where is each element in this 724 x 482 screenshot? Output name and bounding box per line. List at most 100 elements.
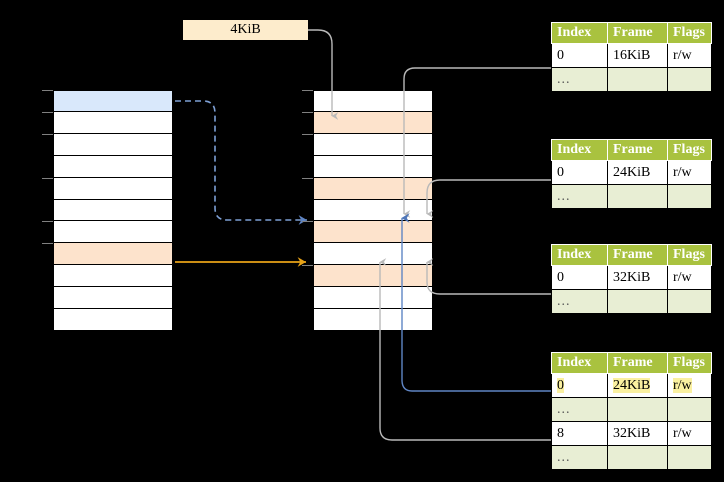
column-header-frame: Frame xyxy=(607,22,668,44)
cell-flags xyxy=(667,67,712,92)
cell-frame: 32KiB xyxy=(607,265,668,290)
memory-row xyxy=(53,309,173,331)
column-header-index: Index xyxy=(551,352,608,374)
memory-row xyxy=(53,111,173,134)
cell-flags: r/w xyxy=(667,265,712,290)
row-tick-mark xyxy=(42,243,53,245)
column-header-index: Index xyxy=(551,244,608,266)
cell-index: 0 xyxy=(551,43,608,68)
row-tick-mark xyxy=(302,90,313,91)
memory-row xyxy=(53,90,173,112)
cell-flags: r/w xyxy=(667,160,712,185)
memory-row xyxy=(313,90,433,112)
memory-row xyxy=(53,265,173,288)
row-tick-mark xyxy=(302,177,313,179)
cell-index: 8 xyxy=(551,421,608,446)
wire-virtual-to-physical-dashed xyxy=(175,100,307,225)
memory-row xyxy=(313,133,433,156)
column-header-flags: Flags xyxy=(667,352,712,374)
cell-flags: r/w xyxy=(667,373,712,398)
memory-row xyxy=(313,287,433,310)
memory-row xyxy=(313,243,433,266)
memory-row xyxy=(53,199,173,222)
cell-flags xyxy=(667,397,712,422)
column-header-frame: Frame xyxy=(607,139,668,161)
cell-index: ... xyxy=(551,67,608,92)
memory-row xyxy=(53,155,173,178)
cell-index: ... xyxy=(551,445,608,470)
table-row[interactable]: ... xyxy=(551,397,712,422)
cell-frame xyxy=(607,184,668,209)
wire-pt2-to-physical xyxy=(426,179,551,218)
memory-row xyxy=(53,221,173,244)
cell-frame xyxy=(607,289,668,314)
cell-flags xyxy=(667,445,712,470)
memory-row xyxy=(313,177,433,200)
cell-index: ... xyxy=(551,289,608,314)
row-tick-mark xyxy=(302,221,313,223)
cell-index: ... xyxy=(551,397,608,422)
table-row[interactable]: ... xyxy=(551,184,712,209)
column-header-index: Index xyxy=(551,22,608,44)
page-size-label: 4KiB xyxy=(183,20,308,40)
cell-index: ... xyxy=(551,184,608,209)
row-tick-mark xyxy=(302,265,313,267)
cell-flags: r/w xyxy=(667,43,712,68)
table-row[interactable]: ... xyxy=(551,67,712,92)
cell-frame: 24KiB xyxy=(607,373,668,398)
column-header-frame: Frame xyxy=(607,244,668,266)
column-header-flags: Flags xyxy=(667,139,712,161)
row-tick-mark xyxy=(302,133,313,135)
table-row[interactable]: ... xyxy=(551,289,712,314)
cell-frame: 32KiB xyxy=(607,421,668,446)
cell-flags: r/w xyxy=(667,421,712,446)
column-header-flags: Flags xyxy=(667,22,712,44)
row-tick-mark xyxy=(42,177,53,179)
memory-row xyxy=(313,309,433,331)
memory-row xyxy=(53,177,173,200)
memory-row xyxy=(313,199,433,222)
memory-row xyxy=(313,265,433,288)
wire-pt3-to-physical xyxy=(426,258,551,295)
memory-row xyxy=(53,287,173,310)
column-header-index: Index xyxy=(551,139,608,161)
cell-flags xyxy=(667,289,712,314)
cell-frame: 24KiB xyxy=(607,160,668,185)
column-header-flags: Flags xyxy=(667,244,712,266)
physical-memory-column xyxy=(313,90,433,331)
row-tick-mark xyxy=(42,133,53,135)
row-tick-mark xyxy=(42,90,53,91)
cell-frame: 16KiB xyxy=(607,43,668,68)
memory-row xyxy=(313,155,433,178)
memory-row xyxy=(313,221,433,244)
cell-flags xyxy=(667,184,712,209)
cell-frame xyxy=(607,397,668,422)
cell-frame xyxy=(607,445,668,470)
row-tick-mark xyxy=(42,111,53,113)
memory-row xyxy=(313,111,433,134)
cell-index: 0 xyxy=(551,160,608,185)
cell-index: 0 xyxy=(551,265,608,290)
memory-row xyxy=(53,243,173,266)
column-header-frame: Frame xyxy=(607,352,668,374)
cell-frame xyxy=(607,67,668,92)
row-tick-mark xyxy=(42,221,53,223)
table-row[interactable]: ... xyxy=(551,445,712,470)
row-tick-mark xyxy=(302,111,313,113)
virtual-address-space-column xyxy=(53,90,173,331)
memory-row xyxy=(53,133,173,156)
